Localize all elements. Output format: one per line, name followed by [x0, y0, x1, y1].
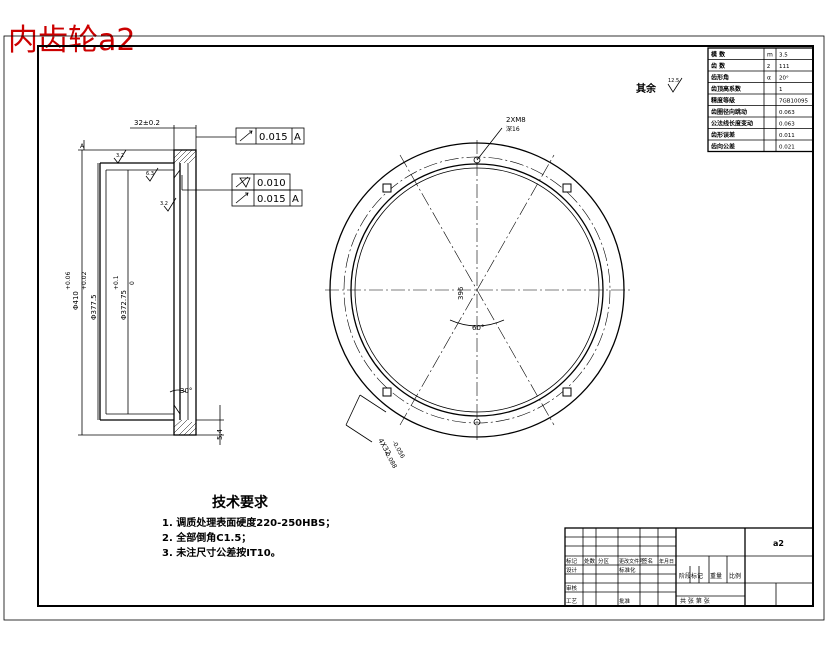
- title-block: a2 标记 处数 分区 更改文件号 签名 年月日 设计 标准化 阶段标记 重量 …: [564, 527, 814, 607]
- gtol-frame-2: 0.010: [181, 173, 291, 191]
- param-sym-0: m: [767, 52, 773, 59]
- dim-inner2-tol-lower: 0: [129, 281, 136, 285]
- tb-row1-3: 更改文件号: [619, 558, 644, 565]
- roughness-symbol-1: 3.2: [113, 149, 127, 164]
- param-value-1: 111: [779, 64, 790, 70]
- tech-item-3: 3. 未注尺寸公差按IT10。: [162, 546, 281, 559]
- section-view: 32±0.2 Φ410 +0.06 +0.02 Φ377.5 Φ372.75 +…: [65, 119, 305, 445]
- tb-review: 审核: [566, 584, 578, 592]
- param-sym-1: z: [767, 63, 770, 70]
- svg-text:3.2: 3.2: [116, 153, 124, 159]
- param-name-7: 齿形误差: [711, 131, 735, 139]
- tech-item-1: 1. 调质处理表面硬度220-250HBS；: [162, 516, 335, 529]
- dim-outer-tol-upper: +0.06: [65, 271, 72, 290]
- dim-center: 396: [457, 286, 465, 300]
- tb-stage-mark: 阶段标记: [679, 572, 703, 580]
- tb-sheets: 共 张 第 张: [680, 597, 710, 605]
- gtol-frame-1: 0.015 A: [196, 127, 305, 145]
- dim-angle: 60°: [472, 324, 484, 332]
- svg-text:0.010: 0.010: [257, 178, 286, 189]
- param-sym-2: α: [767, 75, 771, 82]
- dim-chamfer-angle: 30°: [180, 387, 192, 395]
- svg-text:0.015: 0.015: [259, 132, 288, 143]
- tb-row1-4: 签名: [642, 557, 653, 565]
- tech-heading: 技术要求: [212, 494, 269, 511]
- param-name-3: 齿顶高系数: [711, 85, 742, 93]
- roughness-rest-symbol: 12.5: [667, 77, 683, 93]
- dim-outer-tol-lower: +0.02: [81, 271, 88, 290]
- tapped-hole-bottom: [473, 418, 481, 426]
- svg-text:6.3: 6.3: [146, 171, 154, 177]
- svg-text:0.015: 0.015: [257, 194, 286, 205]
- tb-part-name: a2: [773, 539, 784, 548]
- inner-frame: [37, 45, 814, 607]
- param-name-8: 齿向公差: [711, 143, 735, 151]
- param-value-2: 20°: [779, 76, 789, 82]
- tb-scale: 比例: [729, 572, 741, 580]
- hole-note-1: 2XM8: [506, 116, 526, 124]
- param-value-0: 3.5: [779, 53, 788, 59]
- datum-label: A: [80, 143, 85, 150]
- param-name-5: 齿圈径向跳动: [711, 108, 747, 116]
- svg-text:A: A: [292, 194, 299, 205]
- tb-process: 工艺: [566, 598, 578, 605]
- roughness-symbol-3: 3.2: [160, 197, 177, 212]
- dim-height: 5.4: [216, 428, 224, 440]
- dim-inner2: Φ372.75: [120, 290, 128, 320]
- param-value-4: 7GB10095: [779, 99, 809, 105]
- surface-roughness-rest: 其余: [636, 82, 657, 95]
- hole-note-2: 深16: [506, 125, 520, 133]
- tb-design: 设计: [566, 566, 578, 574]
- dim-inner2-tol-upper: +0.1: [113, 275, 120, 290]
- tech-requirements: 技术要求 1. 调质处理表面硬度220-250HBS； 2. 全部倒角C1.5；…: [162, 494, 335, 559]
- tech-item-2: 2. 全部倒角C1.5；: [162, 531, 251, 544]
- dim-outer-dia: Φ410: [72, 291, 80, 310]
- front-view: 2XM8 深16 396 60° 4X32 -0.056 -0.088: [325, 116, 630, 470]
- tb-row1-0: 标记: [566, 557, 578, 565]
- keyway-tol-lower: -0.088: [382, 450, 398, 470]
- gtol-frame-3: 0.015 A: [231, 189, 303, 207]
- tb-row1-2: 分区: [598, 557, 610, 565]
- param-value-6: 0.063: [779, 122, 795, 128]
- param-table: 模 数 m 3.5 齿 数 z 111 齿形角 α 20° 齿顶高系数 1 精度等级 7GB10095 齿…: [707, 47, 814, 153]
- param-value-5: 0.063: [779, 110, 795, 116]
- param-value-7: 0.011: [779, 133, 795, 139]
- param-name-0: 模 数: [711, 51, 726, 59]
- param-name-2: 齿形角: [711, 74, 729, 82]
- tb-row1-1: 处数: [584, 557, 596, 565]
- tb-row1-5: 年月日: [659, 558, 674, 565]
- param-value-8: 0.021: [779, 145, 795, 151]
- param-name-6: 公法线长度变动: [711, 120, 753, 128]
- svg-text:3.2: 3.2: [160, 201, 168, 207]
- roughness-symbol-2: 6.3: [145, 167, 159, 182]
- tb-weight: 重量: [710, 572, 722, 580]
- param-name-4: 精度等级: [711, 97, 735, 105]
- drawing-title: 内齿轮a2: [8, 23, 135, 58]
- dim-width: 32±0.2: [134, 119, 160, 127]
- outer-frame: [3, 35, 825, 621]
- svg-text:A: A: [294, 132, 301, 143]
- tapped-hole-top: [473, 156, 481, 164]
- svg-text:12.5: 12.5: [668, 78, 679, 84]
- dim-inner1: Φ377.5: [90, 294, 98, 320]
- keyways: [382, 183, 572, 397]
- param-value-3: 1: [779, 87, 783, 93]
- param-name-1: 齿 数: [711, 62, 726, 70]
- tb-standard: 标准化: [619, 566, 636, 574]
- section-hatch-bottom: [173, 419, 197, 436]
- section-hatch-top: [173, 149, 197, 164]
- tb-approve: 批准: [619, 597, 631, 605]
